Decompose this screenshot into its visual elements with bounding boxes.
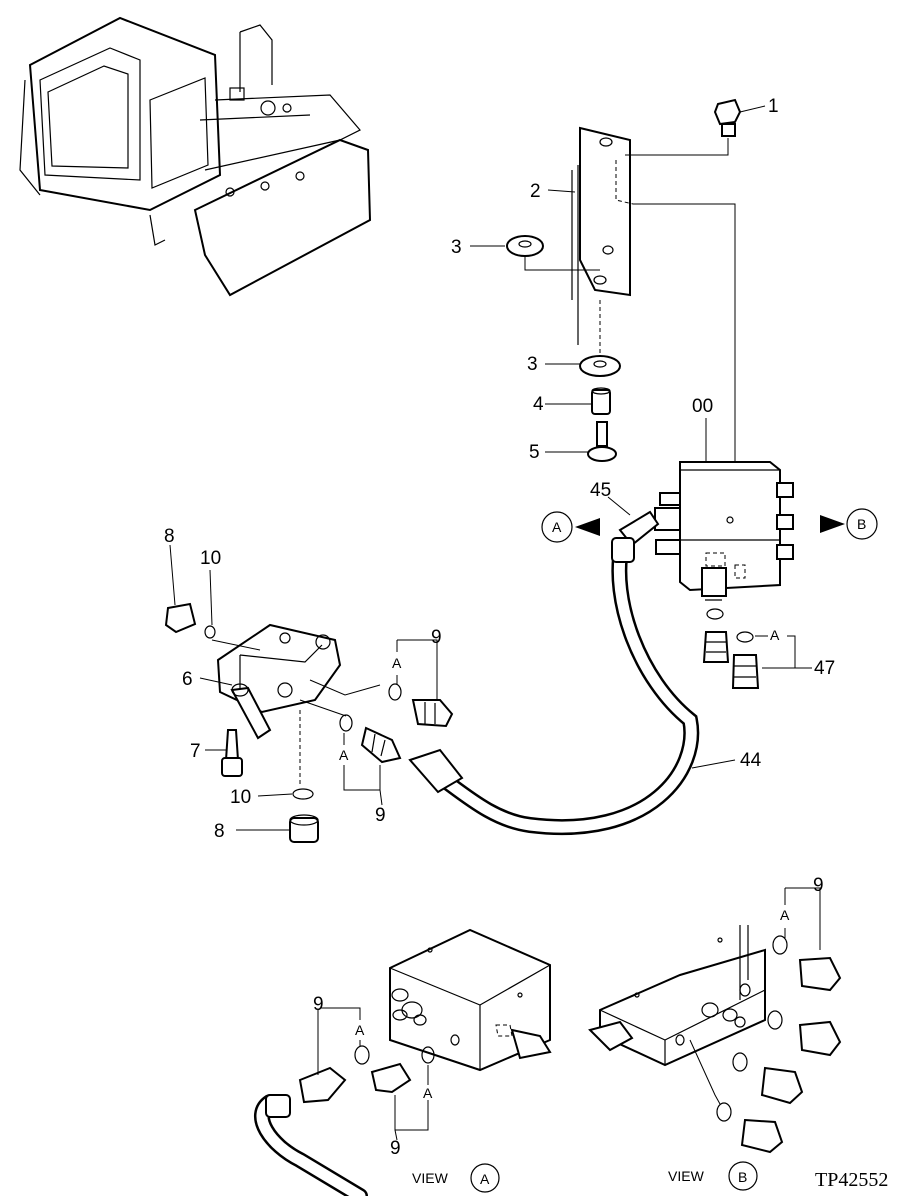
- mounting-bracket: [571, 126, 634, 345]
- callout-8-lower: 8: [214, 821, 225, 842]
- plug-8-upper: [164, 602, 197, 634]
- o-ring-a-2: [339, 714, 353, 732]
- view-a-marker-letter: A: [552, 519, 562, 535]
- callout-44: 44: [740, 750, 762, 771]
- view-a-label-letter: A: [480, 1171, 490, 1187]
- callout-2: 2: [530, 181, 541, 202]
- view-a-label: VIEW: [412, 1170, 449, 1186]
- cap-screw-7: [221, 729, 243, 777]
- callout-6: 6: [182, 669, 193, 690]
- o-ring-10-lower: [292, 788, 314, 800]
- cap-screw-1: [713, 98, 742, 137]
- view-b-marker-letter: B: [857, 516, 866, 532]
- fitting-47-a: [702, 608, 730, 663]
- callout-9-view-b: 9: [813, 875, 824, 896]
- callout-47: 47: [814, 658, 835, 679]
- view-a-label-circle: [470, 1163, 500, 1193]
- callout-9-upper: 9: [431, 627, 442, 648]
- view-a-marker: [541, 511, 600, 543]
- hose-45-elbow: [611, 510, 660, 563]
- view-b-marker: [820, 508, 878, 540]
- valve-block: [654, 461, 794, 601]
- washer-3-lower: [579, 355, 621, 377]
- callout-3-lower: 3: [527, 354, 538, 375]
- excavator-upperstructure: [19, 16, 372, 297]
- callout-1: 1: [768, 96, 779, 117]
- callout-10-lower: 10: [230, 787, 251, 808]
- view-b-drawing: [588, 925, 842, 1154]
- figure-code: TP42552: [815, 1169, 888, 1191]
- callout-9-lower: 9: [375, 805, 386, 826]
- washer-3-upper: [506, 235, 544, 257]
- screw-5: [587, 421, 617, 462]
- callout-00: 00: [692, 396, 713, 417]
- seal-ref-a-3: A: [770, 627, 780, 643]
- callout-45: 45: [590, 480, 611, 501]
- view-b-label-circle: [728, 1161, 758, 1191]
- selector-valve: [216, 623, 342, 740]
- fitting-9-lower: [360, 726, 402, 764]
- hose-end-fitting: [408, 748, 464, 794]
- o-ring-10-upper: [204, 625, 216, 639]
- spacer-4: [591, 387, 611, 415]
- callout-7: 7: [190, 741, 201, 762]
- callout-5: 5: [529, 442, 540, 463]
- view-b-label-letter: B: [738, 1169, 747, 1185]
- callout-8-upper: 8: [164, 526, 175, 547]
- o-ring-a-1: [388, 683, 402, 701]
- callout-9-view-a-bottom: 9: [390, 1138, 401, 1159]
- seal-ref-a-2: A: [339, 747, 349, 763]
- fitting-47-b: [731, 631, 760, 689]
- view-b-label: VIEW: [668, 1168, 705, 1184]
- callout-3-upper: 3: [451, 237, 462, 258]
- seal-ref-a-5: A: [355, 1022, 365, 1038]
- callout-4: 4: [533, 394, 544, 415]
- plug-8-lower: [289, 814, 319, 843]
- callout-10-upper: 10: [200, 548, 221, 569]
- seal-ref-a-6: A: [423, 1085, 433, 1101]
- seal-ref-a-1: A: [392, 655, 402, 671]
- hose-44: [422, 537, 700, 835]
- callout-9-view-a-left: 9: [313, 994, 324, 1015]
- seal-ref-a-4: A: [780, 907, 790, 923]
- view-a-drawing: [254, 928, 552, 1196]
- fitting-9-upper: [411, 699, 454, 728]
